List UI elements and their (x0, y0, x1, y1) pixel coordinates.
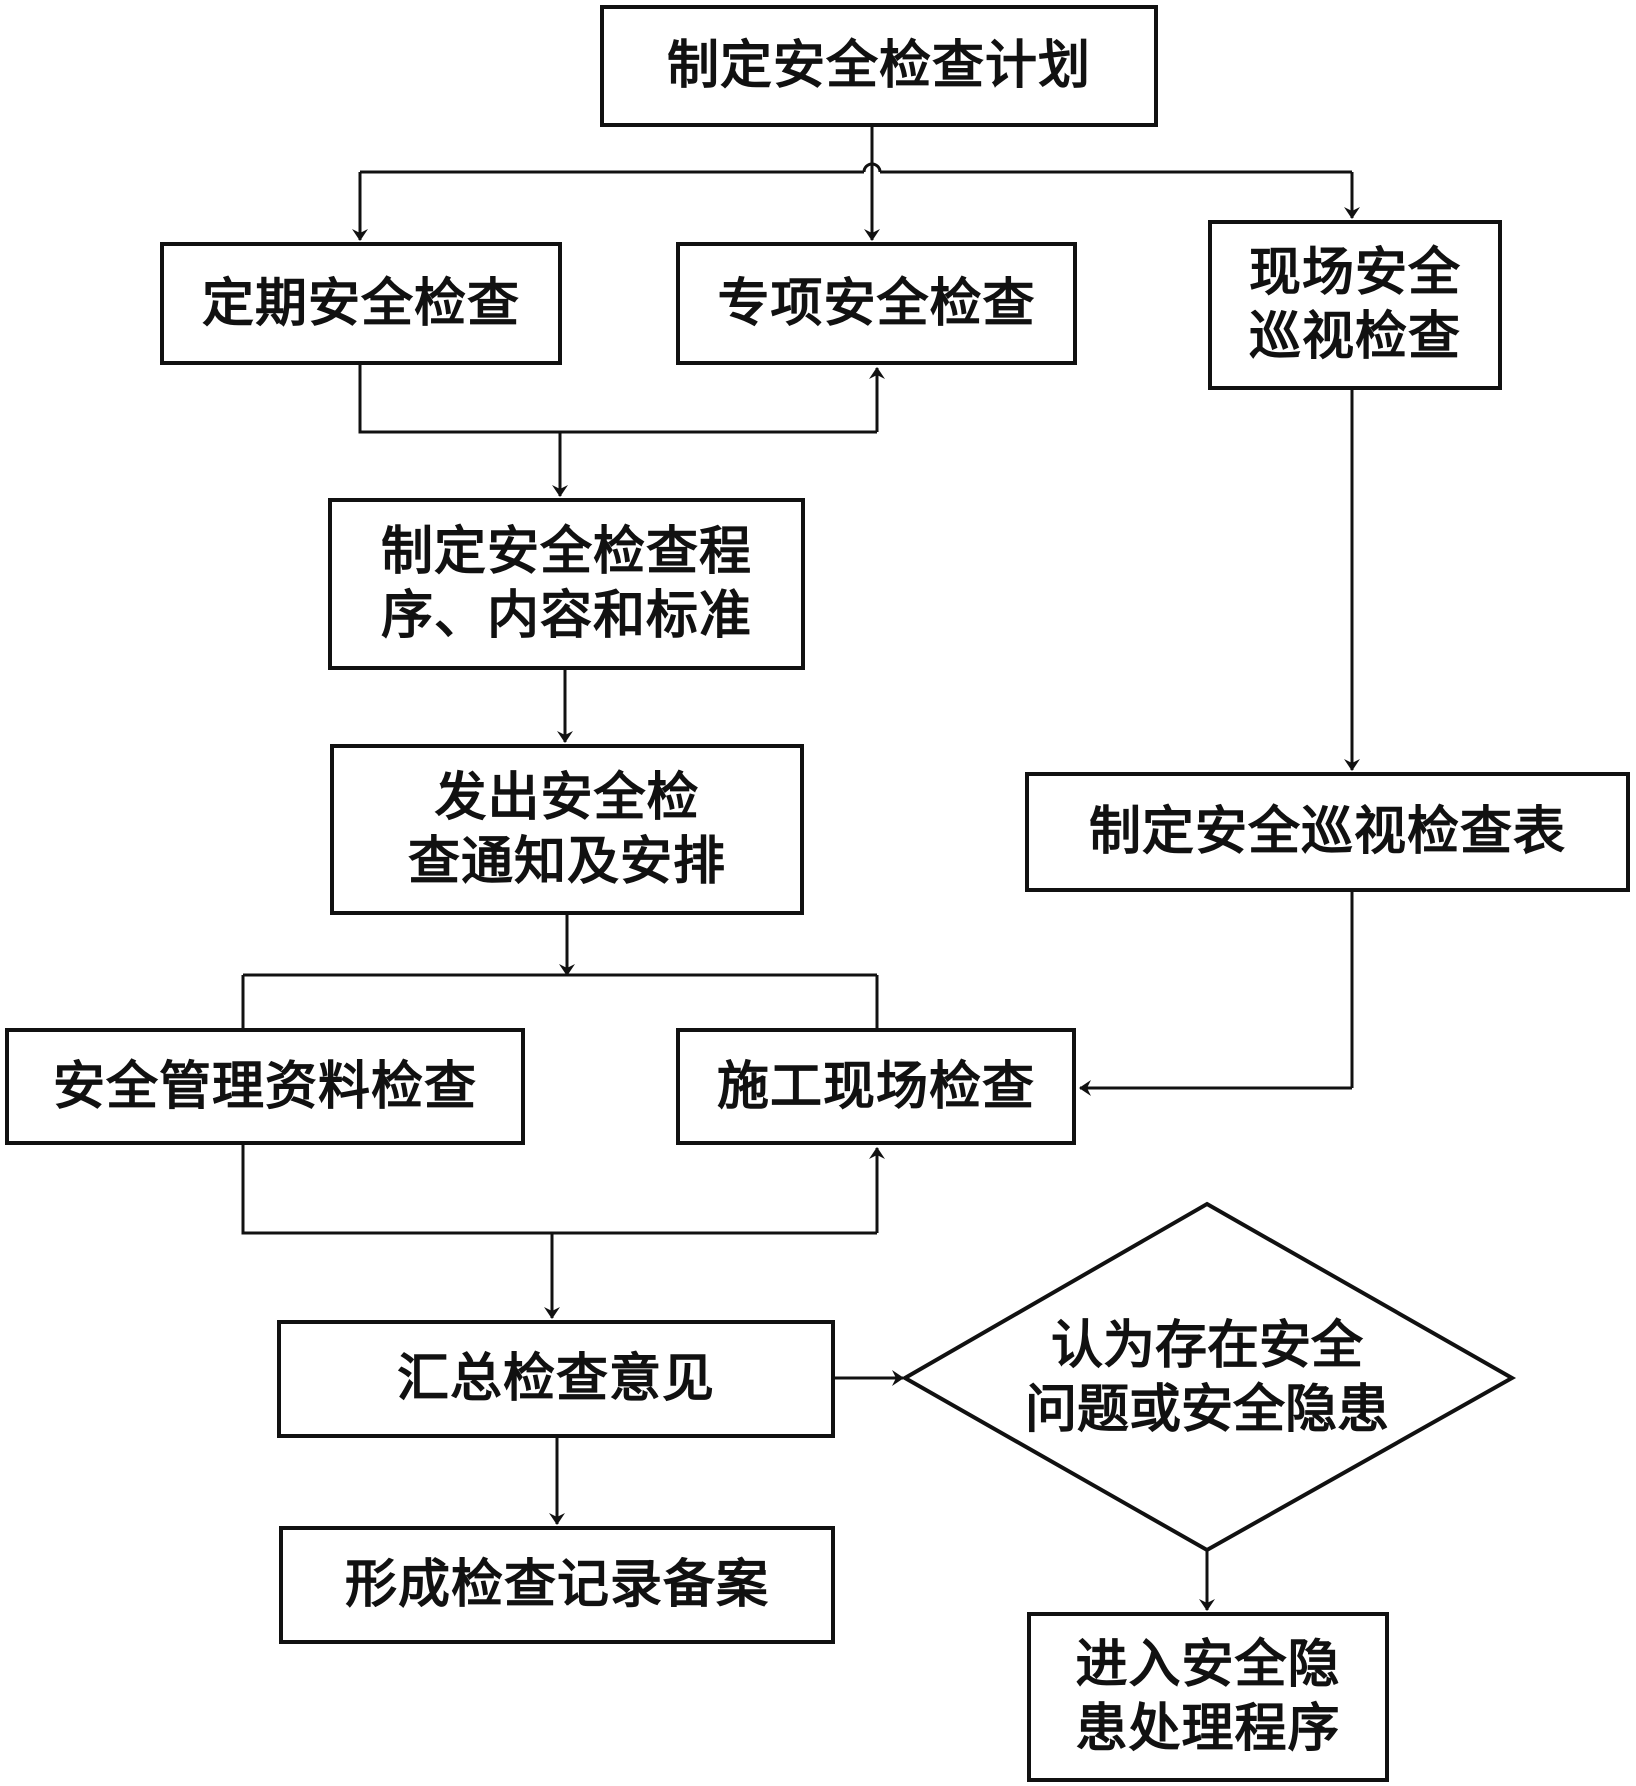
node-patrol-sheet: 制定安全巡视检查表 (1025, 772, 1630, 892)
node-summary: 汇总检查意见 (277, 1320, 835, 1438)
node-patrol-sheet-label: 制定安全巡视检查表 (1088, 801, 1566, 862)
node-periodic: 定期安全检查 (160, 242, 562, 365)
node-plan-label: 制定安全检查计划 (666, 35, 1091, 96)
node-mgmt-docs-label: 安全管理资料检查 (52, 1055, 477, 1117)
node-decision: 认为存在安全 问题或安全隐患 (960, 1290, 1454, 1466)
node-record: 形成检查记录备案 (279, 1526, 835, 1644)
node-site-check-label: 施工现场检查 (716, 1055, 1035, 1117)
node-mgmt-docs: 安全管理资料检查 (5, 1028, 525, 1145)
node-special-label: 专项安全检查 (717, 272, 1036, 334)
node-periodic-label: 定期安全检查 (201, 272, 520, 334)
node-decision-label: 认为存在安全 问题或安全隐患 (1024, 1315, 1389, 1440)
node-record-label: 形成检查记录备案 (344, 1554, 769, 1615)
node-special: 专项安全检查 (676, 242, 1077, 365)
node-patrol: 现场安全 巡视检查 (1208, 220, 1502, 390)
node-summary-label: 汇总检查意见 (396, 1348, 715, 1409)
node-procedure-label: 制定安全检查程 序、内容和标准 (380, 521, 752, 646)
node-notice-label: 发出安全检 查通知及安排 (407, 766, 726, 892)
node-notice: 发出安全检 查通知及安排 (330, 744, 804, 915)
connector-periodic-down (358, 365, 877, 434)
node-plan: 制定安全检查计划 (600, 5, 1158, 127)
decision-diamond (900, 1201, 1517, 1553)
node-hazard-proc: 进入安全隐 患处理程序 (1027, 1612, 1389, 1782)
connector-mgmt-down (241, 1145, 877, 1235)
node-hazard-proc-label: 进入安全隐 患处理程序 (1075, 1634, 1341, 1759)
node-patrol-label: 现场安全 巡视检查 (1248, 242, 1461, 367)
node-site-check: 施工现场检查 (676, 1028, 1076, 1145)
node-procedure: 制定安全检查程 序、内容和标准 (328, 498, 805, 670)
